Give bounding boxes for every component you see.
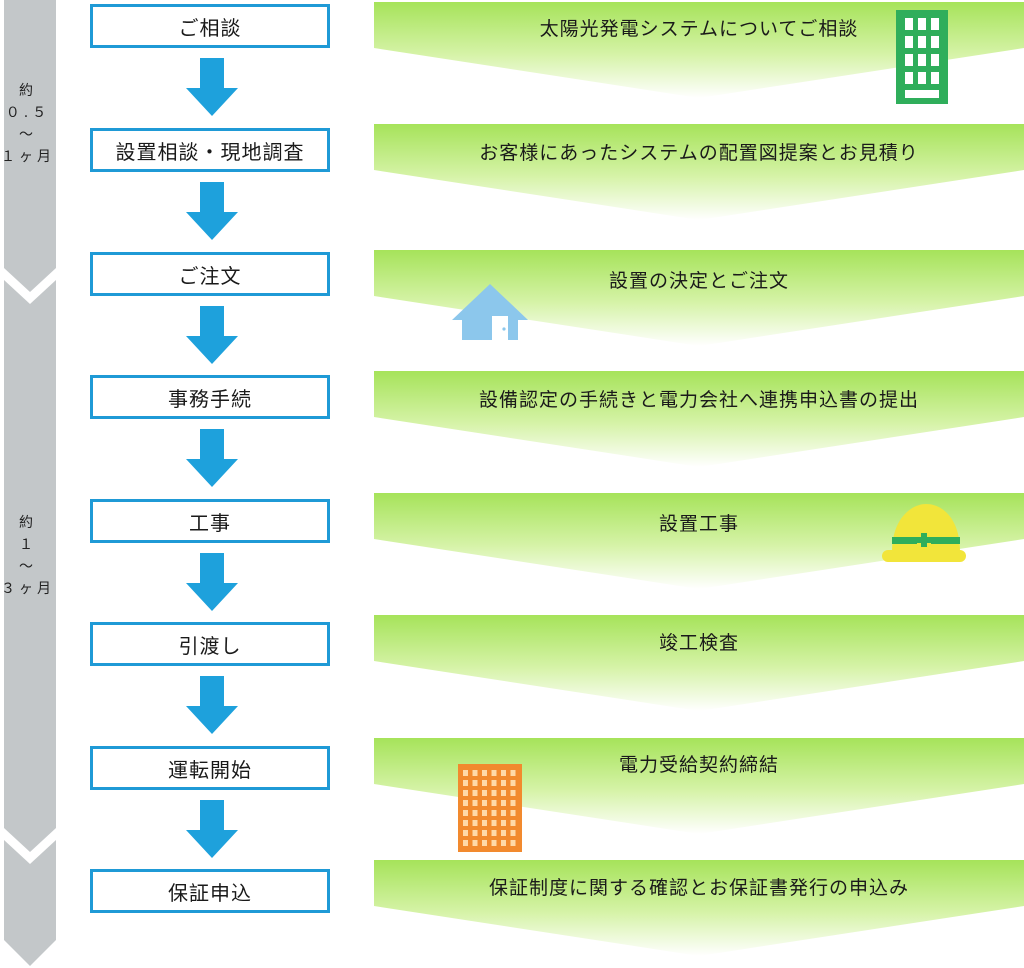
period-2-line4: ３ヶ月	[1, 581, 55, 597]
description-6: 竣工検査	[658, 632, 739, 654]
helmet-icon	[882, 504, 966, 562]
step-box-order: ご注文	[90, 252, 330, 296]
period-2-line3: ～	[19, 559, 37, 575]
description-3: 設置の決定とご注文	[608, 270, 789, 292]
down-arrow-icon	[186, 306, 238, 364]
step-box-consultation: ご相談	[90, 4, 330, 48]
period-2-line2: １	[19, 537, 37, 553]
step-box-operation: 運転開始	[90, 746, 330, 790]
banner-5	[374, 493, 1024, 589]
down-arrow-icon	[186, 429, 238, 487]
banner-6	[374, 615, 1024, 711]
step-box-construction: 工事	[90, 499, 330, 543]
description-5: 設置工事	[658, 513, 739, 535]
banner-2	[374, 124, 1024, 220]
period-2-line1: 約	[19, 515, 37, 531]
description-2: お客様にあったシステムの配置図提案とお見積り	[479, 142, 919, 164]
banner-7	[374, 738, 1024, 834]
timeline-segment-1	[4, 0, 56, 292]
period-1-line4: １ヶ月	[1, 149, 55, 165]
period-1-line1: 約	[19, 83, 37, 99]
banner-4	[374, 371, 1024, 467]
period-1-line3: ～	[19, 127, 37, 143]
step-box-site-survey: 設置相談・現地調査	[90, 128, 330, 172]
down-arrow-icon	[186, 182, 238, 240]
timeline-segment-2	[4, 280, 56, 852]
step-box-paperwork: 事務手続	[90, 375, 330, 419]
building-orange-icon	[458, 764, 522, 852]
period-label-2: 約 １ ～ ３ヶ月	[0, 512, 56, 600]
period-1-line2: ０.５	[5, 105, 51, 121]
description-1: 太陽光発電システムについてご相談	[539, 18, 859, 40]
description-8: 保証制度に関する確認とお保証書発行の申込み	[488, 877, 909, 899]
period-label-1: 約 ０.５ ～ １ヶ月	[0, 80, 56, 168]
step-box-handover: 引渡し	[90, 622, 330, 666]
banner-1	[374, 2, 1024, 98]
down-arrow-icon	[186, 800, 238, 858]
description-4: 設備認定の手続きと電力会社へ連携申込書の提出	[478, 389, 919, 411]
down-arrow-icon	[186, 553, 238, 611]
down-arrow-icon	[186, 58, 238, 116]
step-box-warranty: 保証申込	[90, 869, 330, 913]
banner-8	[374, 860, 1024, 956]
banner-3	[374, 250, 1024, 346]
timeline-segment-3	[4, 840, 56, 966]
house-icon	[452, 284, 528, 340]
description-7: 電力受給契約締結	[618, 754, 779, 776]
down-arrow-icon	[186, 676, 238, 734]
building-green-icon	[896, 10, 948, 104]
